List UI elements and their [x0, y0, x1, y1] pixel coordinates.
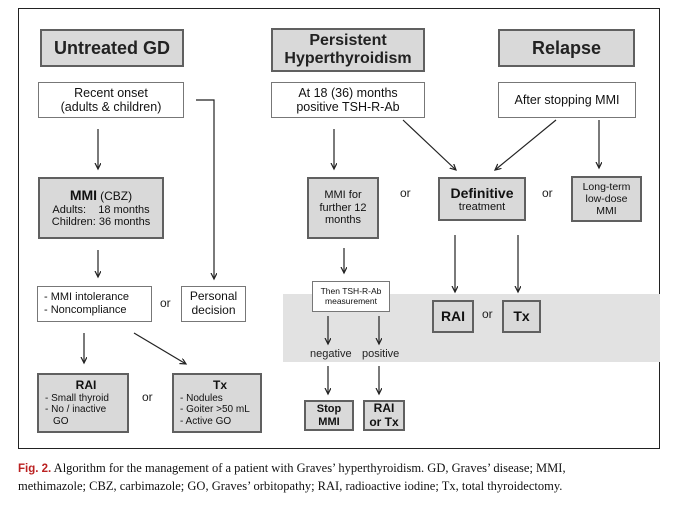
- definitive-treatment-box: Definitive treatment: [438, 177, 526, 221]
- rai-label: RAI: [440, 308, 466, 325]
- mmi-children-label: Children:: [51, 216, 96, 229]
- rai-title: RAI: [75, 377, 97, 392]
- arrow-intolerance-to-tx: [133, 332, 186, 364]
- after-stopping-box: After stopping MMI: [498, 82, 636, 118]
- tx-title: Tx: [212, 377, 227, 392]
- personal-line2: decision: [191, 303, 236, 317]
- mmi-further-line1: MMI for: [324, 189, 362, 202]
- rai-indications-box: RAI - Small thyroid - No / inactive GO: [37, 373, 129, 433]
- header-persistent: Persistent Hyperthyroidism: [271, 28, 425, 72]
- stop-mmi-box: Stop MMI: [304, 400, 354, 431]
- mmi-adults-label: Adults:: [52, 203, 87, 216]
- or-relapse-a: or: [400, 186, 411, 200]
- longterm-line3: MMI: [596, 205, 617, 218]
- header-persistent-line1: Persistent: [309, 31, 387, 49]
- mmi-children-row: Children: 36 months: [52, 216, 150, 229]
- rai-item1: - Small thyroid: [45, 392, 109, 404]
- negative-label: negative: [310, 348, 352, 360]
- caption-label: Fig. 2.: [18, 463, 52, 475]
- longterm-line2: low-dose: [585, 192, 628, 205]
- stop-line2: MMI: [318, 415, 340, 428]
- caption-line2: methimazole; CBZ, carbimazole; GO, Grave…: [18, 479, 563, 493]
- or-relapse-c: or: [482, 307, 493, 321]
- mmi-children-value: 36 months: [98, 216, 151, 229]
- at18-line1: At 18 (36) months: [298, 85, 398, 100]
- header-untreated-gd: Untreated GD: [40, 29, 184, 67]
- longterm-line1: Long-term: [582, 180, 631, 193]
- recent-onset-line1: Recent onset: [74, 85, 148, 100]
- mmi-further-line3: months: [324, 214, 362, 227]
- rai-or-tx-box: RAI or Tx: [363, 400, 405, 431]
- personal-decision-box: Personal decision: [181, 286, 246, 322]
- recent-onset-line2: (adults & children): [60, 100, 162, 114]
- intolerance-text: - MMI intolerance: [44, 291, 129, 304]
- tx-indications-box: Tx - Nodules - Goiter >50 mL - Active GO: [172, 373, 262, 433]
- intolerance-box: - MMI intolerance - Noncompliance: [37, 286, 152, 322]
- mmi-box: MMI (CBZ) Adults: 18 months Children: 36…: [38, 177, 164, 239]
- tx-box: Tx: [502, 300, 541, 333]
- arrow-at18-to-definitive: [402, 119, 456, 170]
- mmi-title-row: MMI (CBZ): [70, 187, 132, 204]
- positive-label: positive: [362, 348, 400, 360]
- after-stopping-text: After stopping MMI: [514, 92, 620, 107]
- or-untreated-2: or: [142, 390, 153, 404]
- mmi-adults-value: 18 months: [98, 203, 150, 216]
- stop-line1: Stop: [316, 402, 342, 415]
- rai-item3: GO: [53, 415, 69, 427]
- measure-line1: Then TSH-R-Ab: [320, 285, 382, 296]
- arrow-after-to-definitive: [495, 119, 557, 170]
- definitive-sub: treatment: [458, 200, 506, 213]
- recent-onset-box: Recent onset (adults & children): [38, 82, 184, 118]
- header-untreated-text: Untreated GD: [53, 37, 170, 58]
- rai-tx-line1: RAI: [373, 400, 395, 415]
- caption-line1: Algorithm for the management of a patien…: [53, 461, 566, 475]
- long-term-mmi-box: Long-term low-dose MMI: [571, 176, 642, 222]
- tx-item1: - Nodules: [180, 392, 223, 404]
- at-18-months-box: At 18 (36) months positive TSH-R-Ab: [271, 82, 425, 118]
- header-relapse-text: Relapse: [531, 37, 602, 58]
- mmi-sub: (CBZ): [100, 188, 133, 203]
- measure-line2: measurement: [325, 295, 377, 306]
- mmi-title: MMI: [69, 186, 98, 203]
- mmi-further-box: MMI for further 12 months: [307, 177, 379, 239]
- rai-item2: - No / inactive: [45, 404, 107, 416]
- or-relapse-b: or: [542, 186, 553, 200]
- mmi-further-line2: further 12: [319, 201, 367, 214]
- at18-line2: positive TSH-R-Ab: [296, 100, 400, 114]
- or-untreated-1: or: [160, 296, 171, 310]
- arrow-onset-to-personal: [196, 99, 214, 279]
- tx-item2: - Goiter >50 mL: [180, 404, 250, 416]
- mmi-adults-row: Adults: 18 months: [52, 204, 149, 217]
- noncompliance-text: - Noncompliance: [44, 304, 127, 316]
- tx-label: Tx: [513, 308, 530, 325]
- rai-box: RAI: [432, 300, 474, 333]
- header-persistent-line2: Hyperthyroidism: [284, 50, 412, 67]
- definitive-title: Definitive: [450, 184, 514, 201]
- figure-caption: Fig. 2. Algorithm for the management of …: [18, 460, 664, 495]
- tx-item3: - Active GO: [180, 415, 232, 427]
- tsh-measurement-box: Then TSH-R-Ab measurement: [312, 281, 390, 312]
- header-relapse: Relapse: [498, 29, 635, 67]
- rai-tx-line2: or Tx: [369, 414, 399, 429]
- personal-line1: Personal: [189, 289, 238, 304]
